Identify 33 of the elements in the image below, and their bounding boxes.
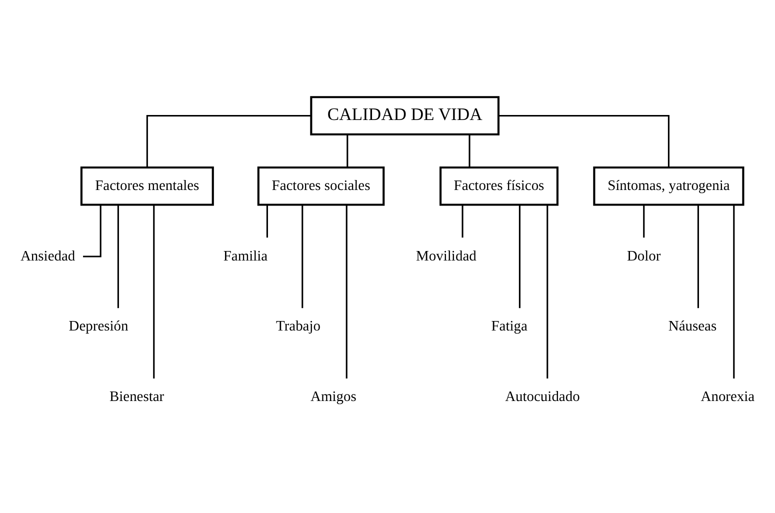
node-text: Fatiga bbox=[491, 318, 528, 335]
connector bbox=[83, 204, 102, 258]
connector bbox=[546, 204, 548, 379]
node-box: CALIDAD DE VIDA bbox=[310, 96, 500, 136]
node-text: Amigos bbox=[310, 389, 356, 406]
connector bbox=[117, 204, 119, 308]
connector bbox=[146, 115, 312, 168]
connector bbox=[498, 115, 670, 168]
node-text: Bienestar bbox=[109, 389, 164, 406]
connector bbox=[697, 204, 699, 308]
node-box: Factores mentales bbox=[80, 166, 214, 206]
node-text: Autocuidado bbox=[505, 389, 580, 406]
connector bbox=[346, 134, 348, 168]
node-text: Anorexia bbox=[700, 389, 755, 406]
node-box: Síntomas, yatrogenia bbox=[593, 166, 744, 206]
connector bbox=[468, 134, 470, 168]
connector bbox=[302, 204, 304, 308]
connector bbox=[733, 204, 735, 379]
node-text: Familia bbox=[223, 248, 268, 264]
node-text: Depresión bbox=[68, 318, 128, 335]
connector bbox=[462, 204, 464, 238]
connector bbox=[266, 204, 268, 238]
node-box: Factores físicos bbox=[440, 166, 558, 206]
node-text: Movilidad bbox=[416, 248, 476, 264]
node-text: Náuseas bbox=[668, 318, 717, 335]
node-text: Trabajo bbox=[276, 318, 320, 335]
connector bbox=[153, 204, 155, 379]
node-text: Dolor bbox=[626, 248, 661, 264]
connector bbox=[346, 204, 348, 379]
connector bbox=[518, 204, 520, 308]
connector bbox=[643, 204, 645, 238]
node-box: Factores sociales bbox=[257, 166, 385, 206]
node-text: Ansiedad bbox=[20, 248, 76, 264]
